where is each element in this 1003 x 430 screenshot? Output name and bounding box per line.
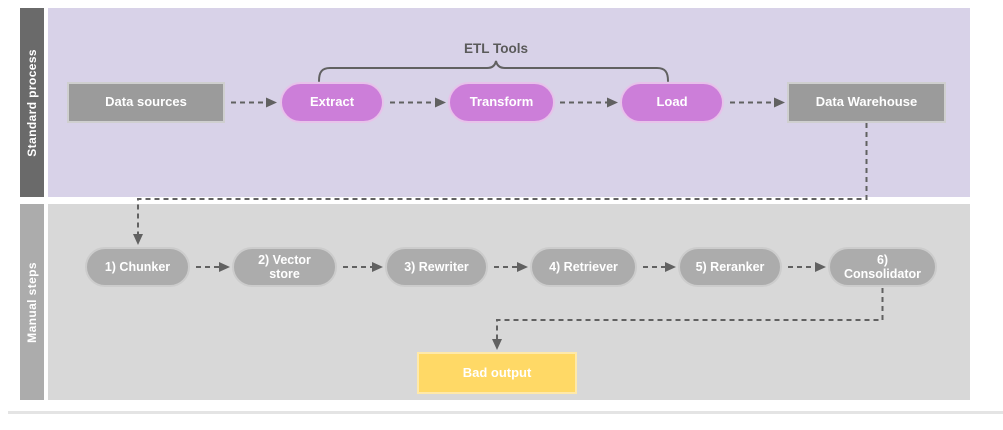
etl-tools-group-label: ETL Tools xyxy=(464,41,528,56)
lane-header-manual-steps: Manual steps xyxy=(20,204,44,400)
node-consolidator: 6) Consolidator xyxy=(828,247,937,287)
node-transform: Transform xyxy=(448,82,555,123)
node-load: Load xyxy=(620,82,724,123)
node-retriever: 4) Retriever xyxy=(530,247,637,287)
lane-label: Manual steps xyxy=(25,261,39,343)
node-data-warehouse: Data Warehouse xyxy=(787,82,946,123)
node-rewriter: 3) Rewriter xyxy=(385,247,488,287)
node-bad-output: Bad output xyxy=(417,352,577,394)
lane-label: Standard process xyxy=(25,48,39,157)
node-data-sources: Data sources xyxy=(67,82,225,123)
node-reranker: 5) Reranker xyxy=(678,247,782,287)
node-chunker: 1) Chunker xyxy=(85,247,190,287)
lane-header-standard-process: Standard process xyxy=(20,8,44,197)
node-vector-store: 2) Vector store xyxy=(232,247,337,287)
page-bottom-divider xyxy=(8,411,1003,414)
node-extract: Extract xyxy=(280,82,384,123)
